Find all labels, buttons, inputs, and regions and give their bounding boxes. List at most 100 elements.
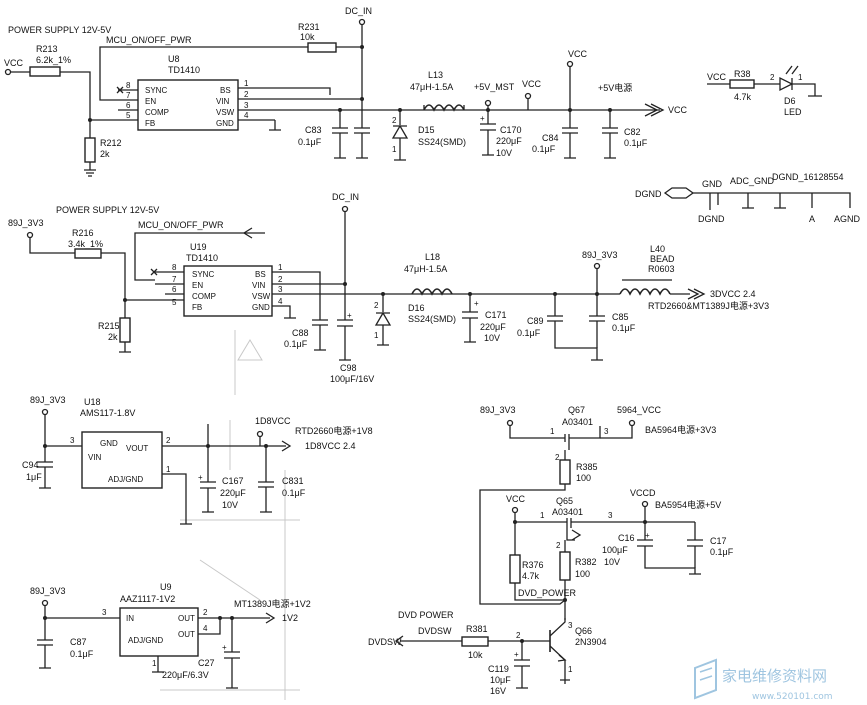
svg-text:+: + xyxy=(474,299,479,308)
c94-value: 1μF xyxy=(26,472,42,482)
svg-text:1: 1 xyxy=(278,263,283,272)
svg-text:6: 6 xyxy=(172,285,177,294)
c831-value: 0.1μF xyxy=(282,488,306,498)
svg-text:3: 3 xyxy=(278,285,283,294)
r216-resistor xyxy=(74,248,102,259)
q66-ref: Q66 xyxy=(575,626,592,636)
svg-text:2: 2 xyxy=(278,275,283,284)
svg-text:EN: EN xyxy=(145,97,156,106)
u9-ic xyxy=(119,607,199,657)
r231-resistor xyxy=(307,42,337,53)
c16-voltage: 10V xyxy=(604,557,620,567)
ba-3v3-label: BA5964电源+3V3 xyxy=(645,424,716,435)
c98-ref: C98 xyxy=(340,363,357,373)
dc-in-label-1: DC_IN xyxy=(345,6,372,16)
c84-ref: C84 xyxy=(542,133,559,143)
svg-text:3: 3 xyxy=(70,436,75,445)
svg-text:3: 3 xyxy=(604,427,609,436)
svg-text:SYNC: SYNC xyxy=(192,270,214,279)
vccd-label: VCCD xyxy=(630,488,656,498)
u19-ic xyxy=(183,265,273,317)
svg-text:ADJ/GND: ADJ/GND xyxy=(108,475,143,484)
dvd-power-switch-section: 89J_3V3 Q67 A03401 1 3 5964_VCC BA5964电源… xyxy=(368,405,734,696)
c89-value: 0.1μF xyxy=(517,328,541,338)
svg-text:VSW: VSW xyxy=(216,108,235,117)
svg-text:1: 1 xyxy=(244,79,249,88)
watermark: 家电维修资料网 www.520101.com xyxy=(694,658,833,702)
dvd-power-title: DVD POWER xyxy=(398,610,454,620)
u18-ref: U18 xyxy=(84,397,101,407)
svg-text:5: 5 xyxy=(126,111,131,120)
svg-text:FB: FB xyxy=(145,119,155,128)
r231-ref: R231 xyxy=(298,22,320,32)
a-label: A xyxy=(809,214,815,224)
r385-resistor xyxy=(559,459,571,485)
c87-value: 0.1μF xyxy=(70,649,94,659)
5964-vcc-label: 5964_VCC xyxy=(617,405,662,415)
svg-text:2: 2 xyxy=(555,453,560,462)
c27-value: 220μF/6.3V xyxy=(162,670,209,680)
u18-ic xyxy=(81,431,163,489)
background-traces xyxy=(160,330,300,700)
svg-text:IN: IN xyxy=(126,614,134,623)
l18-ref: L18 xyxy=(425,252,440,262)
svg-text:+: + xyxy=(480,114,485,123)
rtd-mt-3v3-label: RTD2660&MT1389J电源+3V3 xyxy=(648,300,769,311)
svg-text:3: 3 xyxy=(568,621,573,630)
dgnd-16-label: DGND_16128554 xyxy=(772,172,844,182)
supply-section-1: POWER SUPPLY 12V-5V VCC R213 6.2k_1% R21… xyxy=(4,6,861,224)
r38-ref: R38 xyxy=(734,69,751,79)
vcc-led-label: VCC xyxy=(707,72,727,82)
svg-text:VIN: VIN xyxy=(88,453,102,462)
r212-resistor xyxy=(84,137,96,163)
l40-value: BEAD xyxy=(650,254,675,264)
svg-text:1: 1 xyxy=(798,73,803,82)
d16-value: SS24(SMD) xyxy=(408,314,456,324)
svg-text:VIN: VIN xyxy=(216,97,230,106)
q66-value: 2N3904 xyxy=(575,637,607,647)
d15-ref: D15 xyxy=(418,125,435,135)
u8-value: TD1410 xyxy=(168,65,200,75)
vcc-label: VCC xyxy=(4,58,24,68)
dgnd-label-2: DGND xyxy=(698,214,725,224)
svg-text:5: 5 xyxy=(172,298,177,307)
dc-in-label-2: DC_IN xyxy=(332,192,359,202)
svg-text:ADJ/GND: ADJ/GND xyxy=(128,636,163,645)
r212-ref: R212 xyxy=(100,138,122,148)
u9-ref: U9 xyxy=(160,582,172,592)
c171-ref: C171 xyxy=(485,310,507,320)
l13-value: 47μH-1.5A xyxy=(410,82,453,92)
q65-ref: Q65 xyxy=(556,496,573,506)
svg-text:1: 1 xyxy=(568,665,573,674)
u9-value: AAZ1117-1V2 xyxy=(120,594,175,604)
89j-3v3-label-2: 89J_3V3 xyxy=(582,250,618,260)
svg-text:2: 2 xyxy=(374,301,379,310)
r376-ref: R376 xyxy=(522,560,544,570)
c88-ref: C88 xyxy=(292,328,309,338)
vcc-tp-label: VCC xyxy=(522,79,542,89)
c27-ref: C27 xyxy=(198,658,215,668)
c94-ref: C94 xyxy=(22,460,39,470)
q67-value: A03401 xyxy=(562,417,593,427)
watermark-text: 家电维修资料网 xyxy=(722,667,827,685)
q65-value: A03401 xyxy=(552,507,583,517)
ldo-1v2-section: 89J_3V3 C87 0.1μF 3 U9 AAZ1117-1V2 IN OU… xyxy=(30,582,311,689)
svg-text:3: 3 xyxy=(244,101,249,110)
1d8vcc-label: 1D8VCC xyxy=(255,416,291,426)
svg-text:GND: GND xyxy=(100,439,118,448)
svg-text:VSW: VSW xyxy=(252,292,271,301)
svg-text:3: 3 xyxy=(608,511,613,520)
r216-value: 3.4k_1% xyxy=(68,239,103,249)
l18-value: 47μH-1.5A xyxy=(404,264,447,274)
u8-ref: U8 xyxy=(168,54,180,64)
89j-3v3-label-5: 89J_3V3 xyxy=(480,405,516,415)
c167-voltage: 10V xyxy=(222,500,238,510)
r382-ref: R382 xyxy=(575,557,597,567)
r381-resistor xyxy=(461,636,489,647)
svg-text:7: 7 xyxy=(126,91,131,100)
svg-text:1: 1 xyxy=(392,145,397,154)
c119-value: 10μF xyxy=(490,675,511,685)
adc-gnd-label: ADC_GND xyxy=(730,176,775,186)
u8-ic xyxy=(137,79,239,131)
svg-text:1: 1 xyxy=(166,465,171,474)
